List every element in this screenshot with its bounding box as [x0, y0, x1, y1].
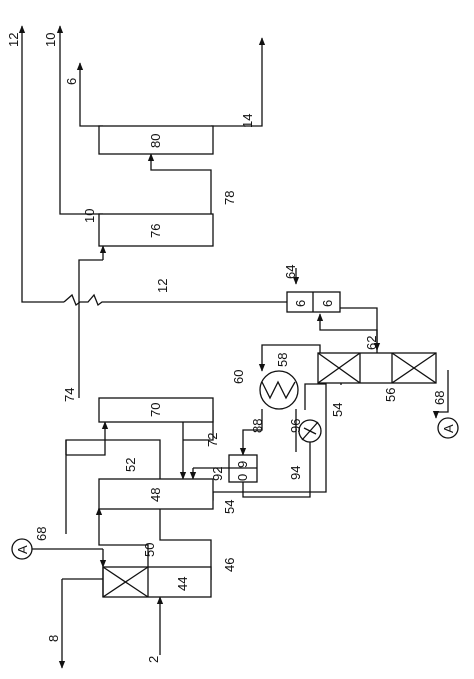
label-A1: A — [15, 545, 30, 554]
column-48 — [98, 478, 214, 510]
label-74: 74 — [62, 388, 77, 402]
label-80: 80 — [148, 134, 163, 148]
label-60: 60 — [231, 370, 246, 384]
label-6: 6 — [64, 78, 79, 85]
label-50: 50 — [142, 543, 157, 557]
stream-58-line — [258, 344, 321, 372]
equipment — [11, 125, 459, 598]
stream-12-line — [18, 25, 64, 303]
label-88: 88 — [250, 419, 265, 433]
label-66a: 6 — [293, 300, 308, 307]
heat-exchanger-60-coil — [261, 380, 296, 400]
cooler-96-symbol — [301, 421, 319, 441]
label-64: 64 — [283, 265, 298, 279]
label-A2: A — [441, 424, 456, 433]
stream-68-out-line — [432, 370, 449, 419]
stream-52-feed — [66, 421, 109, 456]
label-58: 58 — [275, 353, 290, 367]
label-48: 48 — [148, 488, 163, 502]
stream-78-line — [147, 153, 212, 214]
column-80 — [98, 125, 214, 155]
stream-10-line — [56, 25, 103, 215]
label-46: 46 — [222, 558, 237, 572]
label-94: 94 — [288, 466, 303, 480]
connector-a-out — [437, 417, 459, 439]
label-10: 10 — [43, 33, 58, 47]
stream-46-line — [159, 508, 212, 580]
label-68a: 68 — [34, 527, 49, 541]
stream-6-line — [76, 62, 103, 127]
stream-14-line — [211, 37, 266, 127]
label-66b: 6 — [320, 300, 335, 307]
reactor-56 — [317, 352, 437, 384]
label-68b: 68 — [432, 391, 447, 405]
column-70 — [98, 397, 214, 423]
stream-50-line — [95, 507, 149, 567]
connector-a-in — [11, 538, 33, 560]
label-70: 70 — [148, 403, 163, 417]
label-12: 12 — [6, 33, 21, 47]
flow-lines — [18, 25, 449, 669]
column-76 — [98, 213, 214, 247]
label-56: 56 — [383, 388, 398, 402]
label-90a: 9 — [235, 461, 250, 468]
stream-94-line — [242, 442, 311, 498]
reactor-44-bed — [102, 566, 149, 598]
label-54a: 54 — [222, 500, 237, 514]
label-14: 14 — [240, 114, 255, 128]
stream-52-line — [65, 439, 161, 534]
heat-exchanger-60 — [259, 370, 299, 410]
reactor-56-bed-2 — [391, 352, 437, 384]
label-12b: 12 — [155, 279, 170, 293]
label-78: 78 — [222, 191, 237, 205]
label-54b: 54 — [330, 403, 345, 417]
stream-74-line — [78, 259, 103, 398]
label-52: 52 — [123, 458, 138, 472]
label-44: 44 — [175, 577, 190, 591]
stream-labels: 2 8 68 A 44 46 50 48 52 54 92 94 9 0 72 … — [6, 33, 456, 663]
label-62: 62 — [364, 336, 379, 350]
stream-12-break — [63, 293, 287, 307]
label-96: 96 — [288, 419, 303, 433]
stream-54-side — [304, 383, 326, 410]
label-72: 72 — [205, 433, 220, 447]
label-92: 92 — [210, 467, 225, 481]
reactor-44 — [102, 566, 212, 598]
label-76: 76 — [148, 224, 163, 238]
stream-66-to-56 — [340, 307, 381, 351]
label-90b: 0 — [235, 474, 250, 481]
reactor-56-bed-1 — [317, 352, 361, 384]
stream-88-line — [239, 409, 263, 456]
label-2: 2 — [146, 656, 161, 663]
stream-54-line — [213, 380, 327, 493]
label-10b: 10 — [82, 209, 97, 223]
label-8: 8 — [46, 635, 61, 642]
